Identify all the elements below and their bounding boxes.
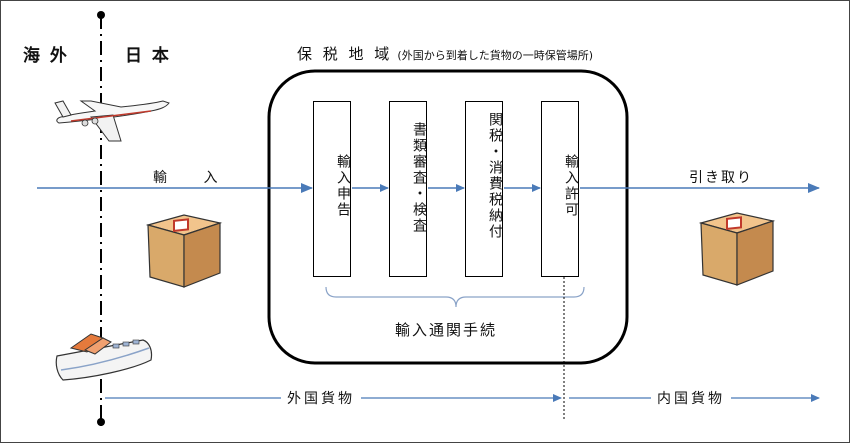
step-import-declaration: 輸入申告 bbox=[313, 101, 351, 277]
bonded-area-frame bbox=[267, 69, 629, 365]
import-label: 輸 入 bbox=[153, 170, 224, 186]
procedure-label: 輸入通関手続 bbox=[395, 321, 498, 339]
airplane-icon bbox=[54, 100, 170, 142]
step-label: 輸入許可 bbox=[563, 154, 579, 218]
step-label: 輸入申告 bbox=[335, 154, 351, 218]
region-overseas-label: 海 外 bbox=[23, 46, 69, 66]
domestic-cargo-label: 内国貨物 bbox=[651, 388, 731, 408]
step-duty-payment: 関税・消費税納付 bbox=[465, 101, 503, 277]
border-line-top-dot bbox=[97, 11, 105, 19]
bonded-area-title: 保 税 地 域 bbox=[297, 45, 393, 63]
bonded-area-heading: 保 税 地 域 (外国から到着した貨物の一時保管場所) bbox=[297, 43, 593, 64]
step-label: 関税・消費税納付 bbox=[487, 112, 503, 240]
pickup-label: 引き取り bbox=[689, 170, 753, 186]
region-japan-label: 日 本 bbox=[125, 46, 171, 66]
bonded-area-subtitle: (外国から到着した貨物の一時保管場所) bbox=[397, 49, 593, 62]
foreign-cargo-label: 外国貨物 bbox=[281, 388, 361, 408]
step-document-inspection: 書類審査・検査 bbox=[389, 101, 427, 277]
step-import-permit: 輸入許可 bbox=[541, 101, 579, 277]
cargo-box-icon bbox=[145, 214, 223, 288]
border-line-bottom-dot bbox=[97, 418, 105, 426]
ship-icon bbox=[55, 333, 153, 381]
step-label: 書類審査・検査 bbox=[411, 122, 427, 234]
procedure-brace bbox=[325, 286, 585, 308]
cargo-box-icon-right bbox=[698, 212, 776, 286]
